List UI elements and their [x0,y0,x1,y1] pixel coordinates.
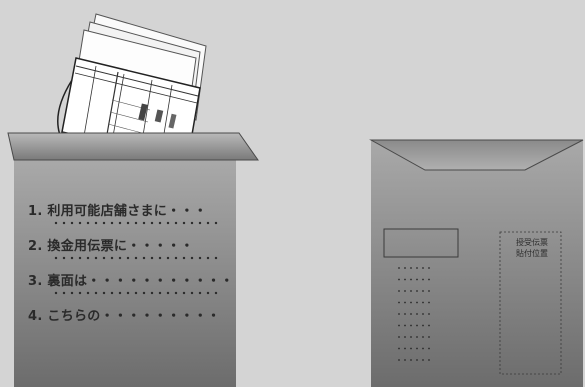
dot [416,324,418,327]
dot [416,347,418,350]
dot [398,301,400,304]
dot [428,278,430,281]
dot [422,290,424,292]
dot [398,290,400,292]
dotted-separator [52,256,222,260]
dot [404,301,406,304]
dotted-separator [52,291,222,295]
dotted-separator [52,221,222,225]
dot [416,290,418,292]
dot [404,347,406,350]
front-envelope [7,132,259,387]
dot [422,278,424,281]
dot [398,313,400,315]
dot [398,278,400,281]
dot [422,359,424,361]
dot [410,267,412,269]
dot [422,301,424,304]
dot [422,313,424,315]
dot [422,347,424,350]
dot [410,359,412,361]
dot [410,301,412,304]
dot [398,336,400,338]
voucher-attach-label-line1: 授受伝票 [516,238,548,247]
dot [422,324,424,327]
dot [410,290,412,292]
dot [410,347,412,350]
dot [398,347,400,350]
address-window [383,228,459,258]
dot [416,336,418,338]
dot [410,324,412,327]
dot [416,313,418,315]
dot [416,267,418,269]
dot [416,359,418,361]
voucher-attach-label-line2: 貼付位置 [516,249,548,258]
dot [404,336,406,338]
dot [428,359,430,361]
dot [410,313,412,315]
instruction-3: 3. 裏面は・・・・・・・・・・・ [28,274,234,289]
voucher-attach-label: 授受伝票 貼付位置 [505,237,559,259]
back-envelope [369,139,584,387]
dot [404,313,406,315]
instruction-2: 2. 換金用伝票に・・・・・ [28,239,194,254]
dot [398,267,400,269]
dot [428,267,430,269]
dotted-address-lines [398,267,430,361]
dot [416,278,418,281]
dot [428,347,430,350]
dot [404,278,406,281]
dot [404,359,406,361]
dot [428,301,430,304]
dot [410,336,412,338]
dot [416,301,418,304]
dot [422,267,424,269]
voucher-attach-area [499,231,562,375]
dot [398,359,400,361]
dot [410,278,412,281]
dot [404,324,406,327]
dot [404,290,406,292]
instruction-1: 1. 利用可能店舗さまに・・・ [28,204,208,219]
dot [398,324,400,327]
dot [428,313,430,315]
instruction-4: 4. こちらの・・・・・・・・・ [28,309,221,324]
dot [428,290,430,292]
dot [428,336,430,338]
dot [428,324,430,327]
dot [404,267,406,269]
dot [422,336,424,338]
